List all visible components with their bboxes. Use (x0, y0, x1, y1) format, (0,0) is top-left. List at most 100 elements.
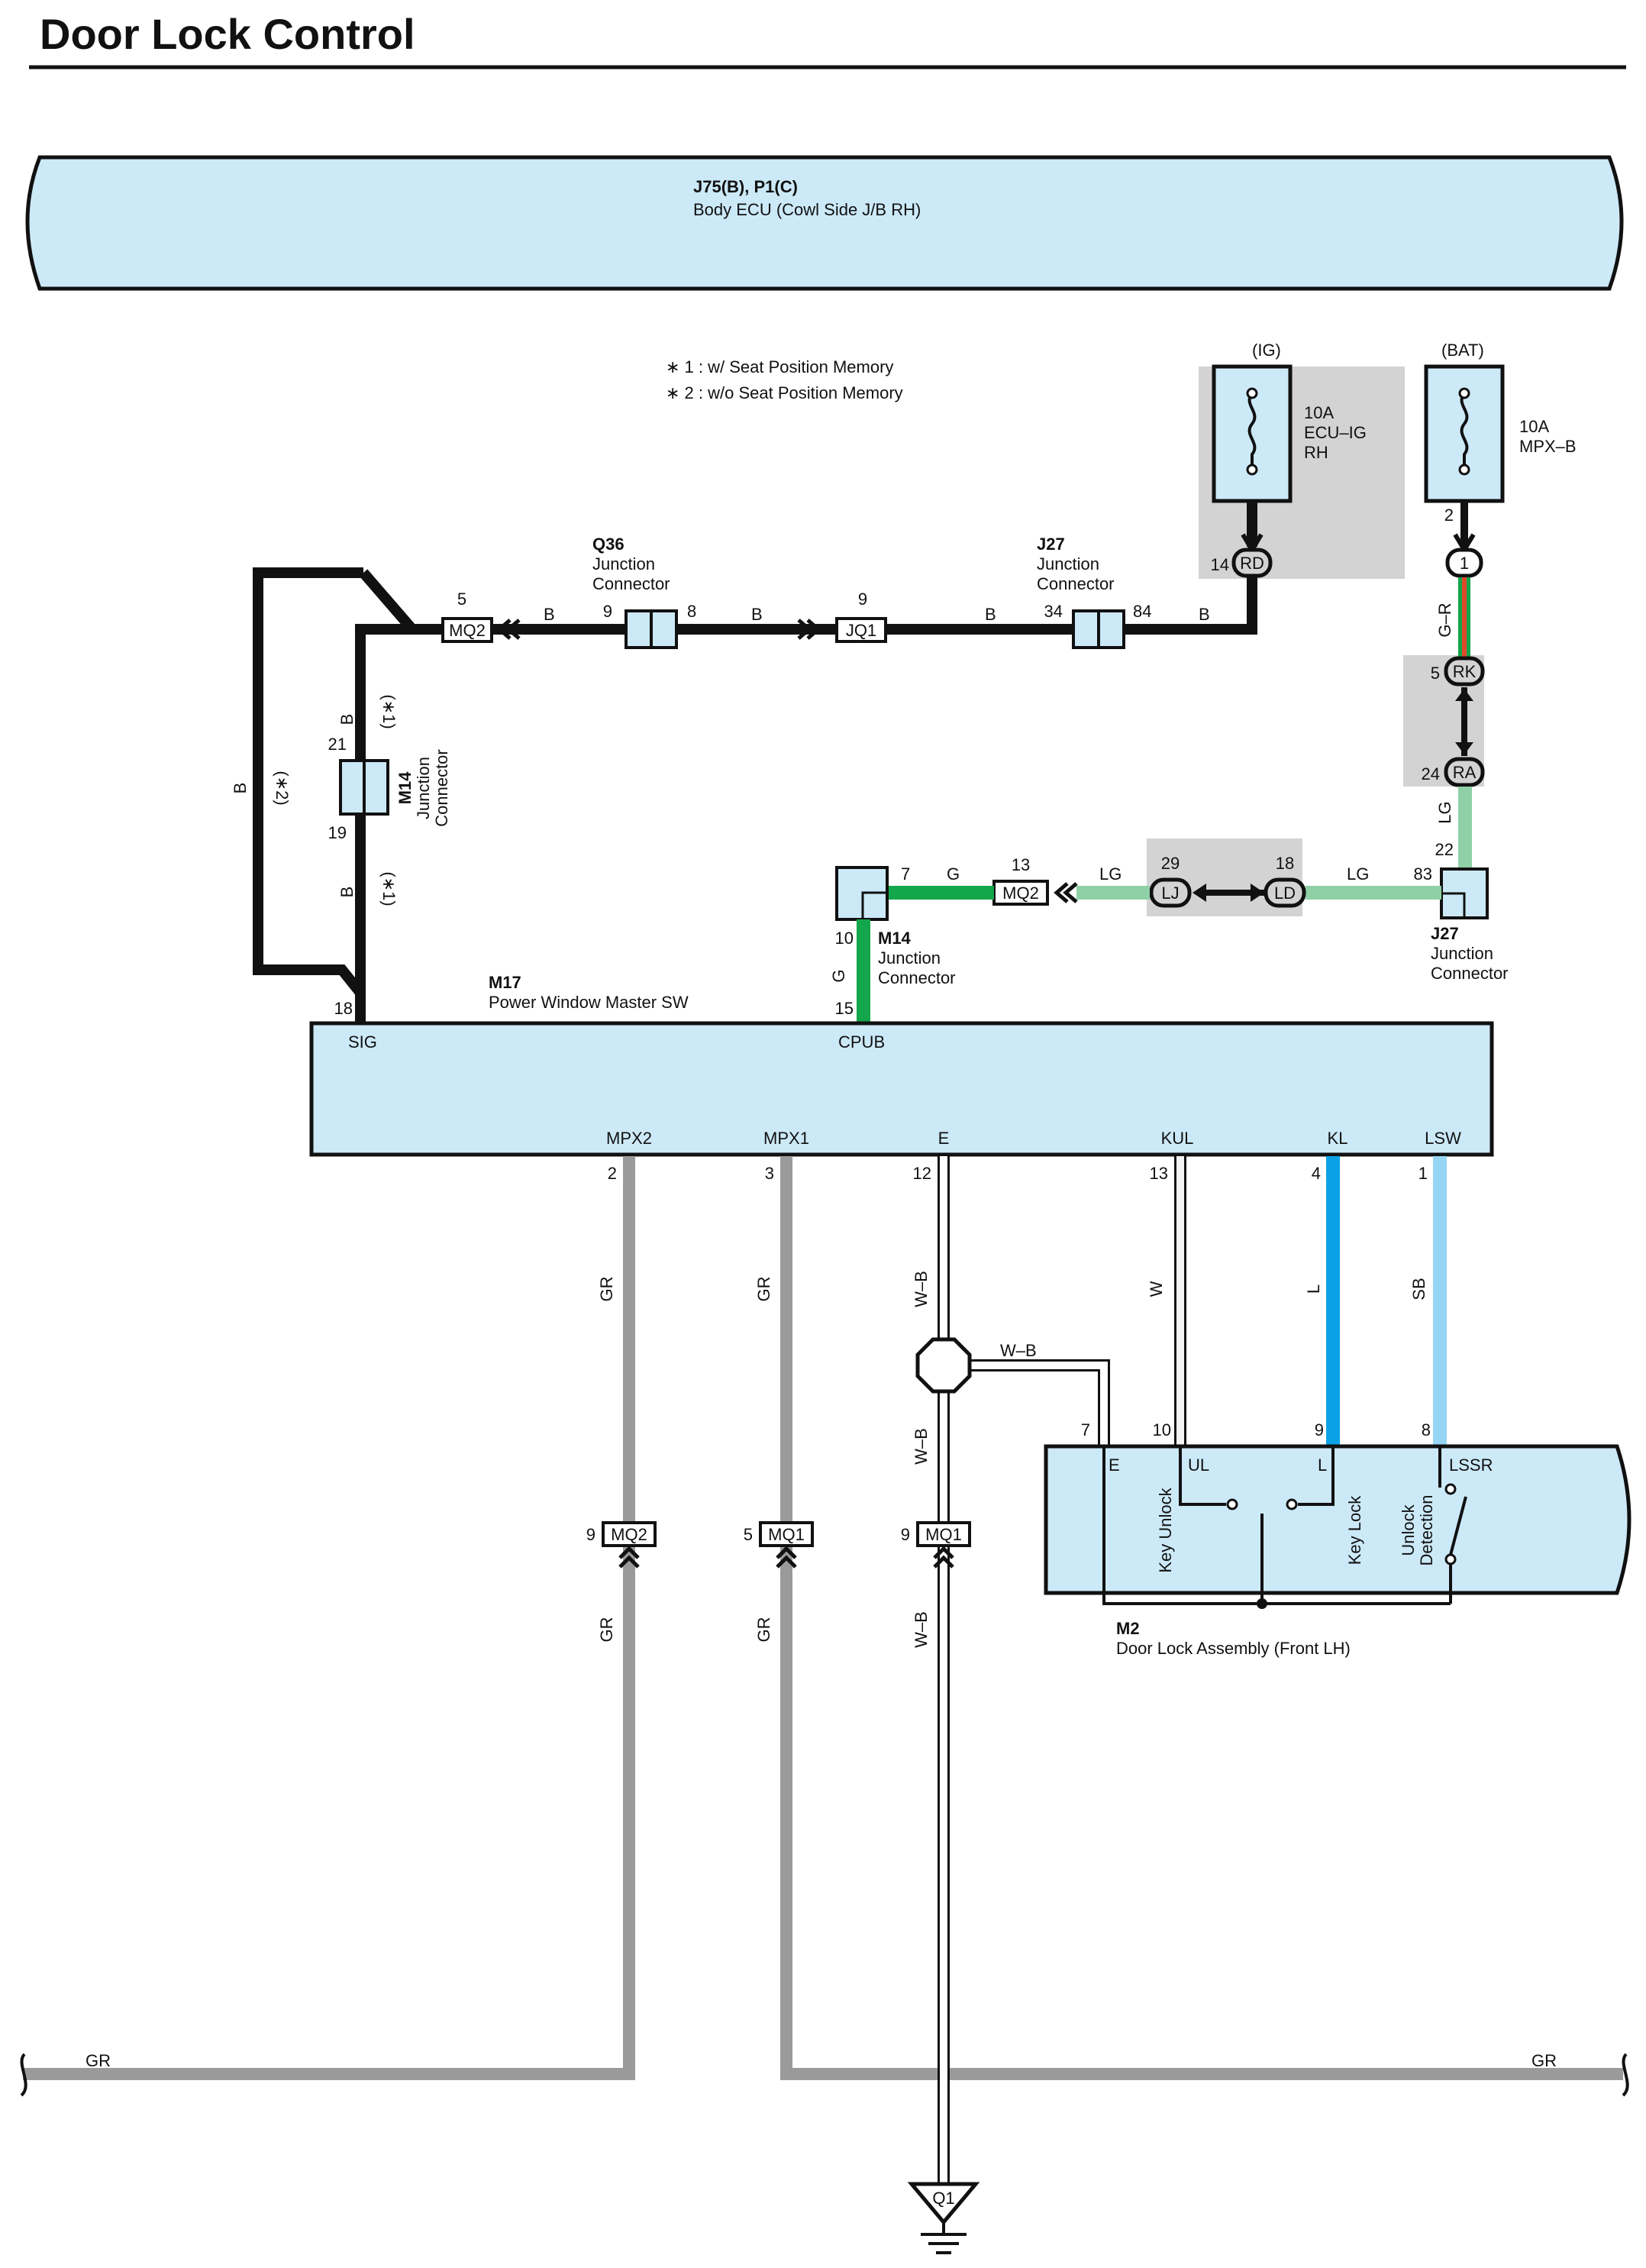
mq1-e-connector (916, 1521, 971, 1547)
m2-ul-lead (1179, 1446, 1226, 1506)
body-ecu-box (25, 155, 1624, 291)
bat-fuse-name: MPX–B (1519, 437, 1577, 456)
m2-l-lead (1298, 1446, 1335, 1506)
mq2-mid-connector (992, 880, 1049, 906)
m2-key-lock-label: Key Lock (1345, 1495, 1364, 1565)
m14-mid-code: M14 (878, 929, 912, 948)
mpx2-wire-label-top: GR (597, 1277, 616, 1302)
sig-opt1-label-top: (∗1) (379, 694, 399, 729)
m2-name: Door Lock Assembly (Front LH) (1116, 1639, 1351, 1658)
cpub-pin: 15 (835, 999, 854, 1018)
wire-lg-label-right: LG (1347, 864, 1369, 884)
lg-wire-left (1076, 886, 1150, 900)
sig-wire-b-label-top: B (337, 714, 357, 725)
m14-mid-pin-bot: 10 (835, 929, 854, 948)
jq1-label: JQ1 (846, 621, 876, 640)
rk-connector (1444, 656, 1485, 687)
ig-fuse-name: ECU–IG (1304, 423, 1367, 442)
m2-pin-ul: 10 (1153, 1420, 1171, 1439)
bat-fuse-terminal-top (1458, 387, 1470, 399)
note-1: ∗ 1 : w/ Seat Position Memory (666, 357, 893, 376)
opt2-label: (∗2) (273, 771, 292, 805)
m2-pin-l: 9 (1315, 1420, 1324, 1439)
wire-b-label-2: B (751, 605, 763, 624)
m2-lssr-switch-blade (1449, 1496, 1467, 1556)
j27-lower-code: J27 (1431, 924, 1459, 943)
j27-upper-pin-right: 84 (1133, 602, 1151, 621)
m17-lsw-term: LSW (1425, 1129, 1461, 1148)
gr-bus-break-left-icon (20, 2053, 27, 2097)
q36-l2: Connector (592, 574, 670, 593)
sig-wire-b-label-bot: B (337, 887, 357, 898)
m2-code: M2 (1116, 1619, 1140, 1638)
mq2-lower-connector (602, 1521, 657, 1547)
mpx2-gr-wire (23, 1156, 635, 2080)
m17-name: Power Window Master SW (489, 993, 689, 1012)
mq1-lower-arrows-icon (776, 1546, 797, 1569)
jq1-connector (835, 617, 887, 643)
ig-source-label: (IG) (1252, 341, 1281, 360)
ig-fuse-rating: 10A (1304, 403, 1334, 422)
kul-wire-label: W (1147, 1281, 1166, 1297)
lg-wire-right (1306, 886, 1441, 900)
mq2-upper-connector (441, 617, 493, 643)
bat-fuse-element-icon (1460, 392, 1469, 470)
sig-opt1-label-bot: (∗1) (379, 871, 399, 906)
j27-lower-pin-left: 83 (1414, 864, 1432, 884)
lg-wire-vertical (1458, 787, 1472, 869)
rd-pin: 14 (1211, 555, 1229, 574)
ig-fuse-box (1212, 364, 1293, 503)
mq2-mid-arrows-icon (1054, 882, 1078, 903)
ra-pin: 24 (1422, 764, 1440, 783)
wire-b-label-4: B (1199, 605, 1210, 624)
kul-pin: 13 (1150, 1164, 1168, 1183)
m2-junction-dot (1257, 1598, 1267, 1609)
m17-master-switch-box (309, 1021, 1494, 1157)
mq2-upper-label: MQ2 (449, 621, 486, 640)
e-wire-label-bot: W–B (912, 1611, 931, 1648)
kl-pin: 4 (1312, 1164, 1321, 1183)
q36-pin-left: 9 (603, 602, 612, 621)
mq1-e-arrows-icon (933, 1546, 954, 1569)
m14-mid-pin-top: 7 (901, 864, 910, 884)
wire-g-label-v: G (829, 969, 848, 982)
ig-b-wire-right (802, 577, 1257, 635)
m2-ul-contact (1226, 1498, 1238, 1510)
wb-splice-point (915, 1337, 972, 1394)
e-wire-label-mid: W–B (912, 1428, 931, 1465)
m2-door-lock-box (1044, 1444, 1631, 1595)
bat-pin: 2 (1444, 506, 1454, 525)
m2-l-term: L (1318, 1455, 1327, 1475)
j27-upper-l2: Connector (1037, 574, 1115, 593)
m14-sig-l1: Junction (414, 757, 433, 819)
lj-pin: 29 (1161, 854, 1180, 873)
m17-kl-term: KL (1328, 1129, 1348, 1148)
m14-sig-l2: Connector (432, 749, 451, 827)
m17-cpub-term: CPUB (838, 1032, 885, 1052)
m14-sig-pin-bot: 19 (328, 823, 347, 842)
sig-pin: 18 (334, 999, 353, 1018)
ig-fuse-element-icon (1247, 392, 1257, 470)
j27-lower-inner (1441, 892, 1466, 918)
mq2-lower-pin: 9 (586, 1525, 595, 1544)
mpx1-pin: 3 (765, 1164, 774, 1183)
bat-fuse-terminal-bot (1458, 464, 1470, 476)
opt2-b-wire-diag (359, 569, 417, 633)
opt2-wire-b-label: B (231, 783, 250, 794)
mq1-lower-label: MQ1 (768, 1525, 805, 1544)
ig-fuse-terminal-bot (1246, 464, 1258, 476)
q36-l1: Junction (592, 554, 655, 573)
m14-mid-inner (861, 891, 887, 919)
ground-label: Q1 (932, 2189, 954, 2208)
ground-symbol-icon (921, 2222, 967, 2254)
ld-connector (1264, 877, 1306, 908)
m17-sig-term: SIG (348, 1032, 377, 1052)
ig-fuse-terminal-top (1246, 387, 1258, 399)
wire-lg-label-left: LG (1099, 864, 1122, 884)
m2-ul-term: UL (1188, 1455, 1209, 1475)
mq2-lower-label: MQ2 (611, 1525, 647, 1544)
mq2-upper-arrows-icon (496, 619, 521, 640)
mpx2-wire-label-bot: GR (597, 1617, 616, 1643)
rk-label: RK (1453, 662, 1477, 681)
mpx1-wire-label-bot: GR (754, 1617, 773, 1643)
